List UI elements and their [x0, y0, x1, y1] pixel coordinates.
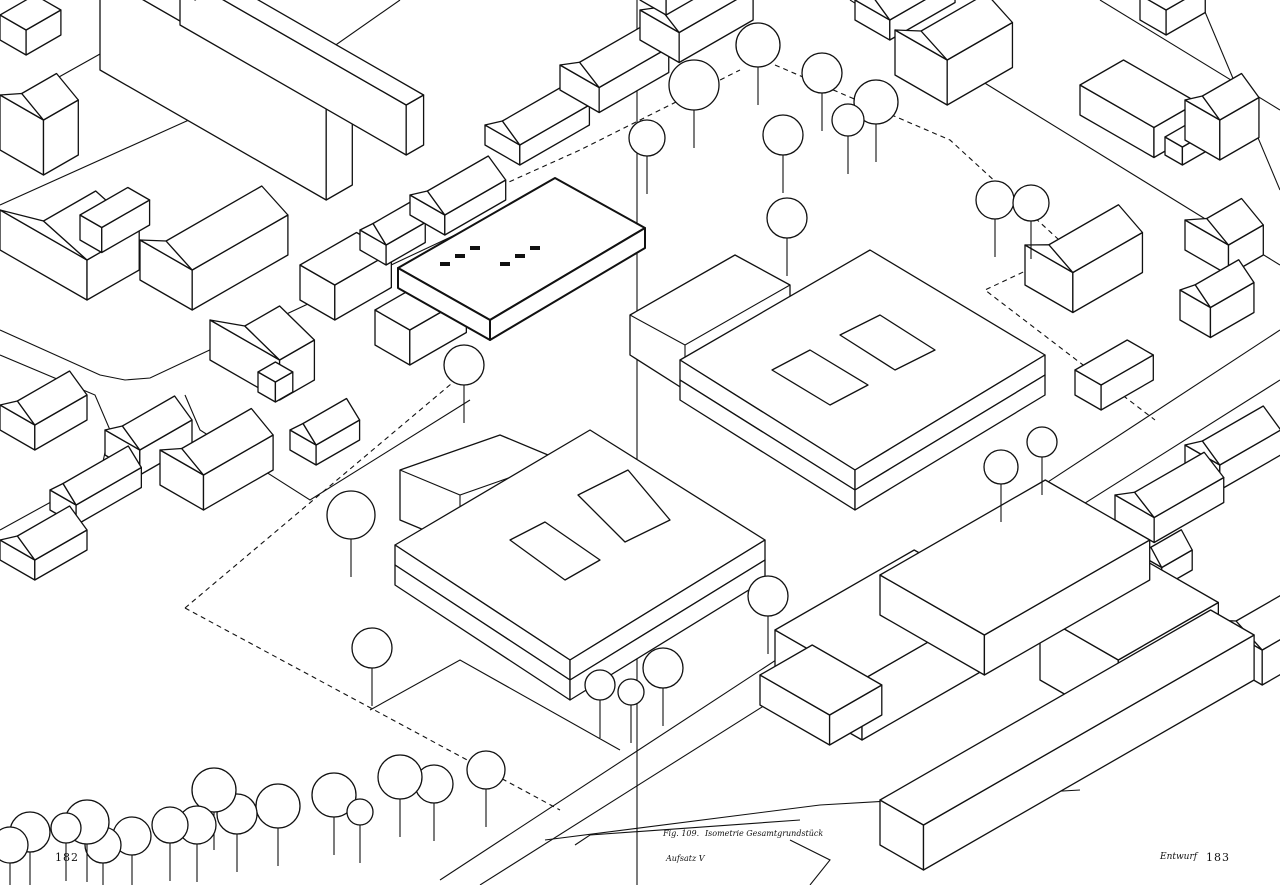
building-face: [678, 0, 754, 64]
building-face: [257, 361, 294, 383]
right-running-head: Entwurf: [1160, 852, 1198, 862]
tree-crown: [617, 678, 645, 706]
tree-crown: [762, 114, 804, 156]
tree-crown: [831, 103, 865, 137]
building-face: [1201, 72, 1260, 121]
building-face: [1261, 639, 1280, 686]
tree-crown: [735, 22, 781, 68]
tree-crown: [975, 180, 1015, 220]
tree-crown: [377, 754, 423, 800]
building-face: [1201, 405, 1280, 466]
building-face: [426, 155, 507, 216]
tree-crown: [346, 798, 374, 826]
building-face: [302, 397, 361, 446]
building-face: [222, 0, 425, 106]
building-face: [879, 479, 1151, 636]
tree-crown: [255, 783, 301, 829]
new-building-b: [629, 249, 1046, 511]
building-face: [181, 407, 274, 476]
tree-crown: [311, 772, 357, 818]
building-face: [1133, 451, 1225, 519]
new-building-a: [394, 429, 766, 701]
tree-crown: [1026, 426, 1058, 458]
tree-crown: [443, 344, 485, 386]
left-running-head: Aufsatz V: [666, 854, 705, 863]
left-page-number: 182: [55, 851, 79, 864]
building-face: [759, 644, 883, 716]
tree-crown: [668, 59, 720, 111]
tree-crown: [747, 575, 789, 617]
tree-crown: [584, 669, 616, 701]
figure-number: Fig. 109.: [663, 829, 700, 838]
building-face: [874, 0, 926, 21]
tree-crown: [642, 647, 684, 689]
building-face: [62, 445, 142, 506]
building-face: [121, 395, 193, 451]
building-face: [0, 0, 62, 31]
building-face: [21, 72, 79, 121]
tree-crown: [191, 767, 237, 813]
tree-crown: [326, 490, 376, 540]
building-face: [1194, 259, 1255, 309]
tree-crown: [628, 119, 666, 157]
building-face: [1147, 0, 1185, 11]
building-face: [1048, 204, 1144, 274]
tree-crown: [351, 627, 393, 669]
tree-crown: [50, 812, 82, 844]
trees: [0, 22, 1058, 885]
tree-crown: [766, 197, 808, 239]
figure-title: Isometrie Gesamtgrundstück: [705, 829, 824, 838]
building-face: [1206, 197, 1264, 246]
tree-crown: [466, 750, 506, 790]
tree-crown: [151, 806, 189, 844]
tree-crown: [801, 52, 843, 94]
tree-crown: [983, 449, 1019, 485]
right-page-number: 183: [1206, 851, 1230, 864]
building-face: [1074, 339, 1154, 386]
building-face: [16, 370, 88, 426]
tree-crown: [853, 79, 899, 125]
tree-crown: [1012, 184, 1050, 222]
building-face: [879, 609, 1255, 826]
building-face: [920, 0, 1014, 61]
building-face: [79, 186, 151, 229]
tree-crown: [0, 826, 29, 864]
building-face: [1150, 529, 1193, 569]
building-face: [244, 305, 316, 361]
existing-highlighted-building: [397, 177, 646, 341]
building-face: [665, 0, 694, 16]
building-face: [1165, 0, 1206, 36]
building-face: [639, 0, 667, 16]
building-face: [16, 505, 88, 561]
building-face: [165, 185, 289, 271]
